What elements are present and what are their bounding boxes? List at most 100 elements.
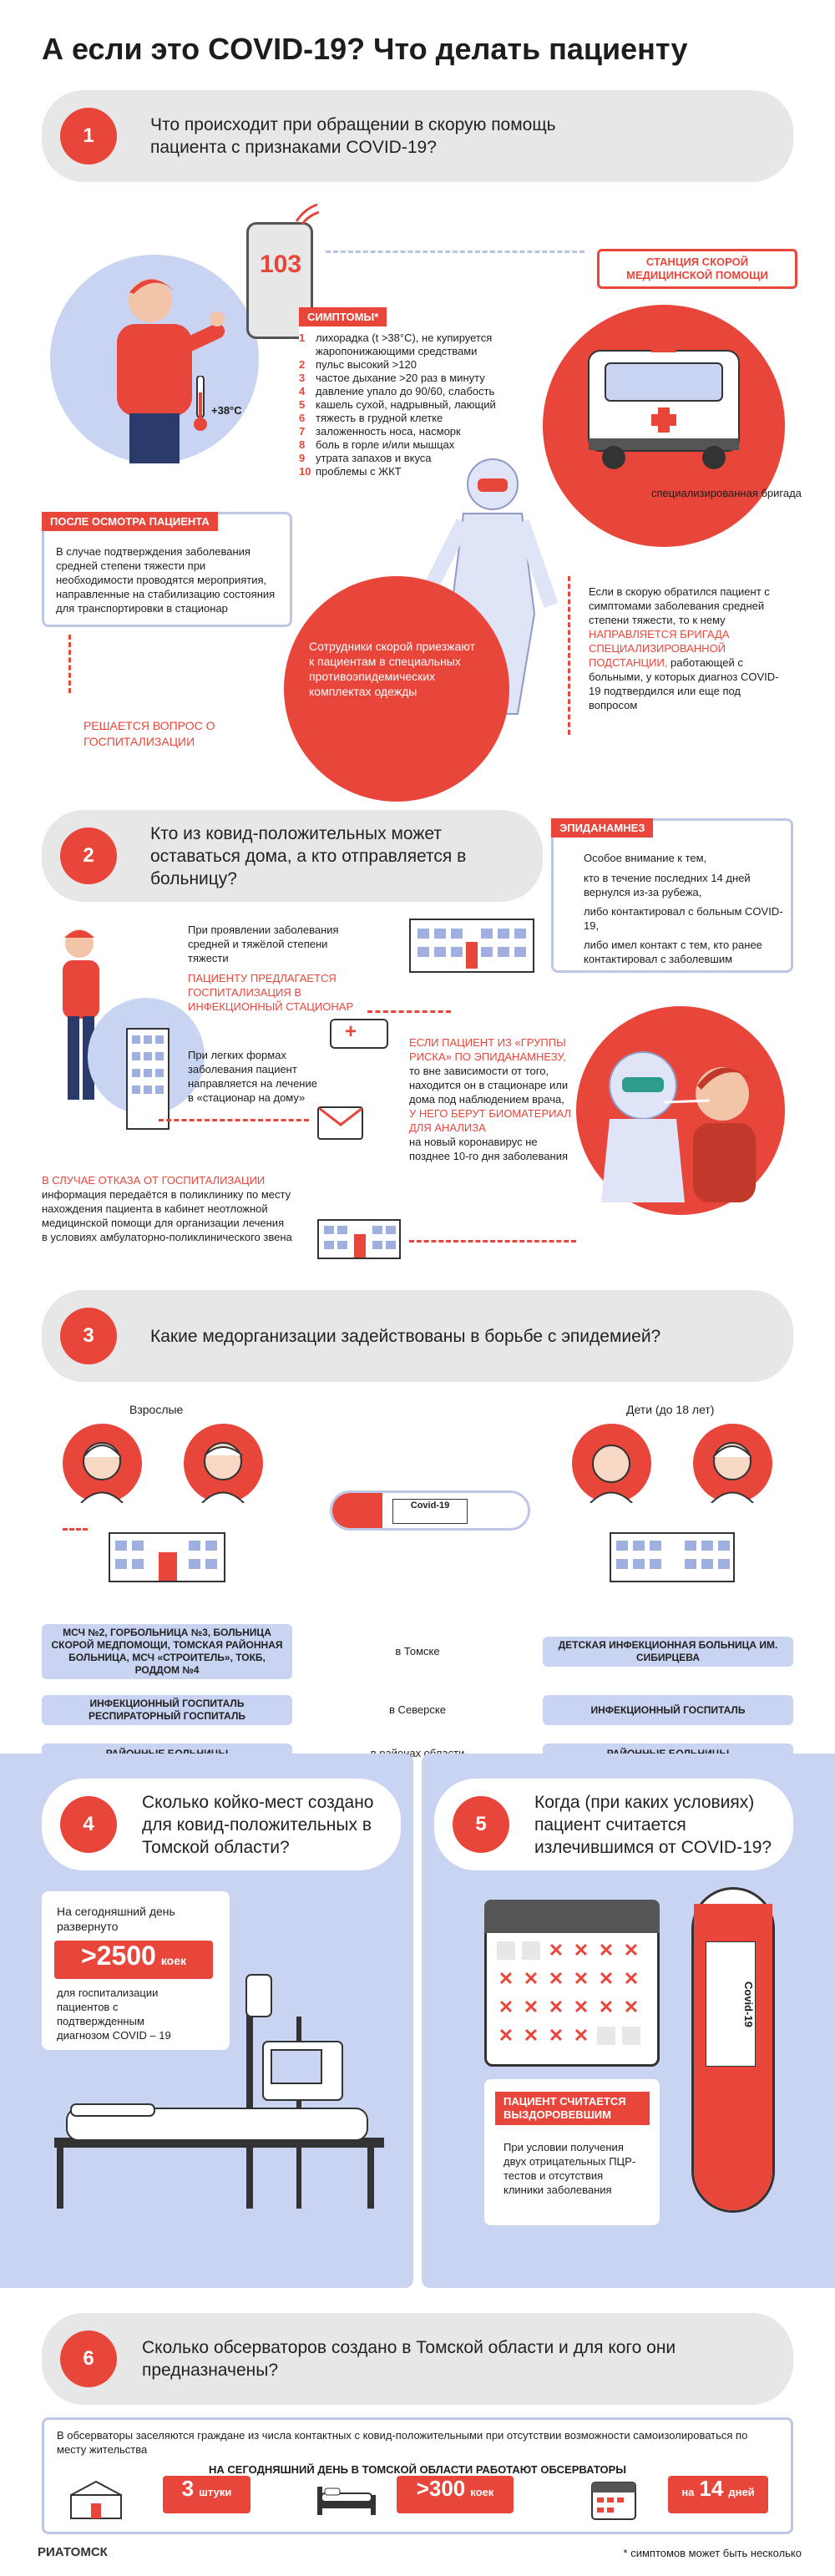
question-text: Что происходит при обращении в скорую по…: [150, 115, 556, 157]
risk-group-text: ЕСЛИ ПАЦИЕНТ ИЗ «ГРУППЫ РИСКА» ПО ЭПИДАН…: [409, 1035, 576, 1163]
symptom-number: 10: [299, 465, 311, 478]
cross-icon: +: [345, 1020, 357, 1043]
calendar-day: ✕: [573, 1997, 590, 2017]
question-text: Сколько обсерваторов создано в Томской о…: [142, 2338, 676, 2380]
step-number: 4: [60, 1796, 117, 1853]
observatory-today: НА СЕГОДНЯШНИЙ ДЕНЬ В ТОМСКОЙ ОБЛАСТИ РА…: [209, 2463, 626, 2476]
arrow-to-envelope: [159, 1119, 309, 1121]
symptom-text: давление упало до 90/60, слабость: [316, 385, 495, 397]
question-bar-2: 2 Кто из ковид-положительных может остав…: [42, 810, 543, 902]
refusal-title: В СЛУЧАЕ ОТКАЗА ОТ ГОСПИТАЛИЗАЦИИ: [42, 1174, 266, 1187]
man-face-icon: [201, 1442, 245, 1503]
calendar-day: ✕: [498, 1968, 514, 1989]
recovered-text: При условии получения двух отрицательных…: [504, 2141, 636, 2196]
girl-face-icon: [711, 1442, 754, 1503]
recovered-title: ПАЦИЕНТ СЧИТАЕТСЯ ВЫЗДОРОВЕВШИМ: [495, 2092, 650, 2125]
observatory-intro: В обсерваторы заселяются граждане из чис…: [57, 2429, 748, 2456]
severe-case-text: При проявлении заболевания средней и тяж…: [188, 923, 363, 965]
calendar-day: ✕: [573, 1940, 590, 1961]
calendar-grid: ✕✕✕✕✕✕✕✕✕✕✕✕✕✕✕✕✕✕✕✕: [497, 1941, 647, 2058]
page-title: А если это COVID-19? Что делать пациенту: [42, 32, 688, 66]
calendar-small-icon: [591, 2482, 636, 2520]
beds-intro: На сегодняшний день развернуто: [57, 1905, 175, 1933]
adult-hospital-windows: [115, 1541, 217, 1581]
call-arrow: [326, 251, 584, 253]
symptom-number: 6: [299, 412, 306, 424]
recovered-box: ПАЦИЕНТ СЧИТАЕТСЯ ВЫЗДОРОВЕВШИМ При усло…: [484, 2079, 660, 2225]
arrow-to-hospital: [367, 1010, 451, 1013]
calendar-day: ✕: [523, 1968, 539, 1989]
calendar-day: ✕: [598, 1997, 615, 2017]
region-label: в Томске: [395, 1645, 440, 1657]
arrow-down: [68, 635, 71, 693]
biomaterial-highlight: У НЕГО БЕРУТ БИОМАТЕРИАЛ ДЛЯ АНАЛИЗА: [409, 1107, 571, 1134]
test-tube-fill: [332, 1493, 382, 1528]
temperature-label: +38°C: [211, 404, 242, 417]
text-part: на новый коронавирус не позднее 10-го дн…: [409, 1136, 569, 1162]
symptom-text: боль в горле и/или мышцах: [316, 438, 455, 451]
children-hospital-icon: [610, 1532, 735, 1582]
symptom-text: кашель сухой, надрывный, лающий: [316, 398, 496, 411]
observatory-count: 3 штуки: [163, 2476, 250, 2513]
calendar-day: ✕: [498, 1997, 514, 2017]
epidanamnesis-item: либо контактировал с больным COVID-19,: [584, 905, 783, 932]
woman-face-icon: [80, 1442, 124, 1503]
question-bar-5: 5 Когда (при каких условиях) пациент счи…: [434, 1779, 793, 1870]
stat-unit: штуки: [199, 2486, 232, 2498]
symptom-text: лихорадка (t >38°С), не купируется жароп…: [316, 331, 493, 357]
ring-icon: [295, 203, 320, 225]
footnote: * симптомов может быть несколько: [623, 2547, 802, 2559]
epidanamnesis-box: ЭПИДАНАМНЕЗ Особое внимание к тем, кто в…: [551, 818, 793, 973]
after-exam-box: ПОСЛЕ ОСМОТРА ПАЦИЕНТА В случае подтверж…: [42, 512, 292, 627]
calendar-day: ✕: [573, 2025, 590, 2046]
hospitalization-offer: ПАЦИЕНТУ ПРЕДЛАГАЕТСЯ ГОСПИТАЛИЗАЦИЯ В И…: [188, 972, 354, 1013]
coughing-patient-illustration: [117, 279, 225, 463]
recovery-tube-label: Covid-19: [706, 1941, 756, 2067]
calendar-day: ✕: [598, 1968, 615, 1989]
children-label: Дети (до 18 лет): [626, 1403, 715, 1416]
calendar-day: ✕: [623, 1968, 640, 1989]
apartment-building-icon: [126, 1028, 170, 1130]
ambulance-illustration: [588, 342, 740, 469]
calendar-day: ✕: [523, 1997, 539, 2017]
text-part: работающей с больными, у которых диагноз…: [589, 656, 779, 711]
question-bar-4: 4 Сколько койко-мест создано для ковид-п…: [42, 1779, 401, 1870]
calendar-day: [497, 1941, 515, 1960]
step-number: 2: [60, 827, 117, 884]
question-text: Кто из ковид-положительных может остават…: [150, 823, 467, 888]
stat-unit: дней: [728, 2486, 755, 2498]
calendar-day: ✕: [548, 1968, 564, 1989]
symptom-text: заложенность носа, насморк: [316, 425, 461, 438]
stat-unit: коек: [470, 2486, 494, 2498]
text-part: то вне зависимости от того, находится он…: [409, 1065, 569, 1106]
staff-circle: [284, 576, 509, 802]
calendar-day: ✕: [623, 1940, 640, 1961]
observatory-bed-icon: [317, 2487, 376, 2515]
epidanamnesis-list: кто в течение последних 14 дней вернулся…: [584, 866, 784, 966]
symptom-number: 1: [299, 331, 306, 344]
stat-value: 3: [181, 2476, 195, 2501]
symptom-number: 3: [299, 372, 306, 384]
question-bar-6: 6 Сколько обсерваторов создано в Томской…: [42, 2313, 793, 2405]
calendar-header: [484, 1900, 660, 1933]
swab-test-illustration: [601, 1051, 756, 1202]
refusal-text: В СЛУЧАЕ ОТКАЗА ОТ ГОСПИТАЛИЗАЦИИ информ…: [42, 1173, 292, 1244]
polyclinic-windows: [324, 1226, 396, 1258]
mild-case-text: При легких формах заболевания пациент на…: [188, 1049, 317, 1104]
thermometer-icon: [194, 376, 207, 431]
emergency-number: 103: [259, 251, 302, 278]
text-part: Если в скорую обратился пациент с симпто…: [589, 585, 770, 626]
calendar-day: ✕: [498, 2025, 514, 2046]
calendar-day: [522, 1941, 540, 1960]
observatory-building-icon: [70, 2480, 122, 2519]
specialized-brigade-text: Если в скорую обратился пациент с симпто…: [589, 585, 789, 712]
text-part: информация передаётся в поликлинику по м…: [42, 1188, 292, 1243]
